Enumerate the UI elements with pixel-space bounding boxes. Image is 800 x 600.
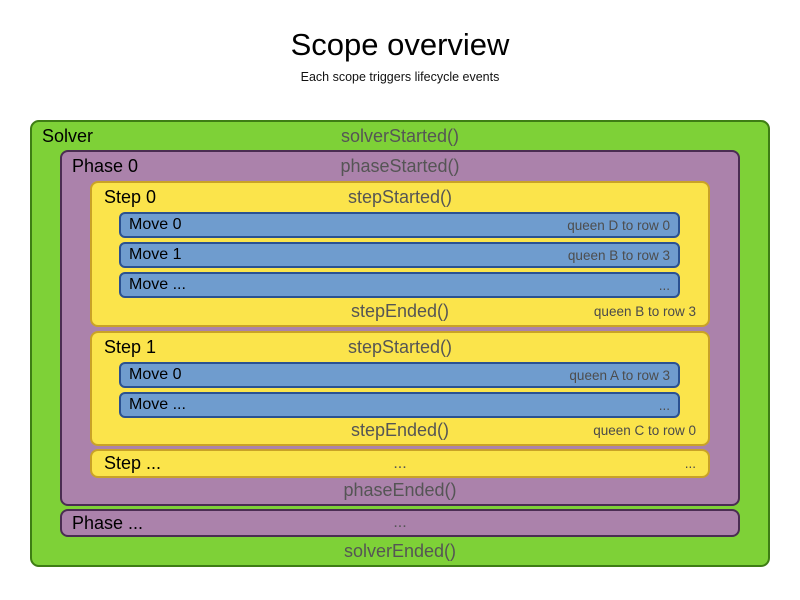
- phase-more-label: Phase ...: [72, 512, 144, 533]
- move-row: Move 1 queen B to row 3: [119, 242, 680, 268]
- move-annotation: ...: [658, 397, 670, 413]
- phase-ended-event: phaseEnded(): [343, 479, 457, 500]
- phase-started-event: phaseStarted(): [340, 155, 460, 176]
- move-annotation: queen A to row 3: [569, 367, 670, 383]
- step1-footer-row: stepEnded() queen C to row 0: [92, 416, 708, 444]
- step0-ended-annotation: queen B to row 3: [593, 303, 696, 319]
- solver-footer-row: solverEnded(): [32, 537, 768, 565]
- step0-label: Step 0: [104, 186, 157, 207]
- step1-started-event: stepStarted(): [347, 336, 453, 357]
- phase0-header-row: Phase 0 phaseStarted(): [62, 152, 738, 180]
- move-row: Move ... ...: [119, 272, 680, 298]
- step0-started-event: stepStarted(): [347, 186, 453, 207]
- solver-ended-event: solverEnded(): [343, 540, 457, 561]
- solver-header-row: Solver solverStarted(): [32, 122, 768, 150]
- step1-label: Step 1: [104, 336, 157, 357]
- step0-ended-event: stepEnded(): [350, 300, 450, 321]
- phase0-scope-box: Phase 0 phaseStarted() Step 0 stepStarte…: [60, 150, 740, 506]
- step0-header-row: Step 0 stepStarted(): [92, 183, 708, 211]
- move-label: Move ...: [129, 276, 186, 293]
- phase0-footer-row: phaseEnded(): [62, 476, 738, 504]
- move-annotation: queen B to row 3: [567, 247, 670, 263]
- step1-moves-list: Move 0 queen A to row 3 Move ... ...: [119, 362, 680, 422]
- move-row: Move ... ...: [119, 392, 680, 418]
- solver-started-event: solverStarted(): [340, 125, 460, 146]
- move-label: Move 0: [129, 216, 182, 233]
- step1-scope-box: Step 1 stepStarted() Move 0 queen A to r…: [90, 331, 710, 446]
- move-label: Move ...: [129, 396, 186, 413]
- phase-more-row: Phase ... ...: [62, 511, 738, 535]
- move-label: Move 1: [129, 246, 182, 263]
- move-row: Move 0 queen D to row 0: [119, 212, 680, 238]
- phase-more-scope-box: Phase ... ...: [60, 509, 740, 537]
- solver-label: Solver: [42, 125, 94, 146]
- step-more-label: Step ...: [104, 453, 162, 473]
- move-annotation: queen D to row 0: [567, 217, 670, 233]
- step0-footer-row: stepEnded() queen B to row 3: [92, 297, 708, 325]
- step0-scope-box: Step 0 stepStarted() Move 0 queen D to r…: [90, 181, 710, 327]
- step-more-center-ellipsis: ...: [393, 454, 407, 472]
- move-label: Move 0: [129, 366, 182, 383]
- step0-moves-list: Move 0 queen D to row 0 Move 1 queen B t…: [119, 212, 680, 302]
- step1-ended-event: stepEnded(): [350, 419, 450, 440]
- move-row: Move 0 queen A to row 3: [119, 362, 680, 388]
- step-more-right-ellipsis: ...: [684, 456, 696, 471]
- step-more-row: Step ... ... ...: [92, 451, 708, 476]
- phase-more-center-ellipsis: ...: [393, 514, 407, 531]
- step1-ended-annotation: queen C to row 0: [593, 422, 696, 438]
- page-subtitle: Each scope triggers lifecycle events: [300, 70, 500, 84]
- step-more-scope-box: Step ... ... ...: [90, 449, 710, 478]
- step1-header-row: Step 1 stepStarted(): [92, 333, 708, 361]
- phase0-label: Phase 0: [72, 155, 139, 176]
- solver-scope-box: Solver solverStarted() Phase 0 phaseStar…: [30, 120, 770, 567]
- move-annotation: ...: [658, 277, 670, 293]
- page-title: Scope overview: [290, 27, 510, 62]
